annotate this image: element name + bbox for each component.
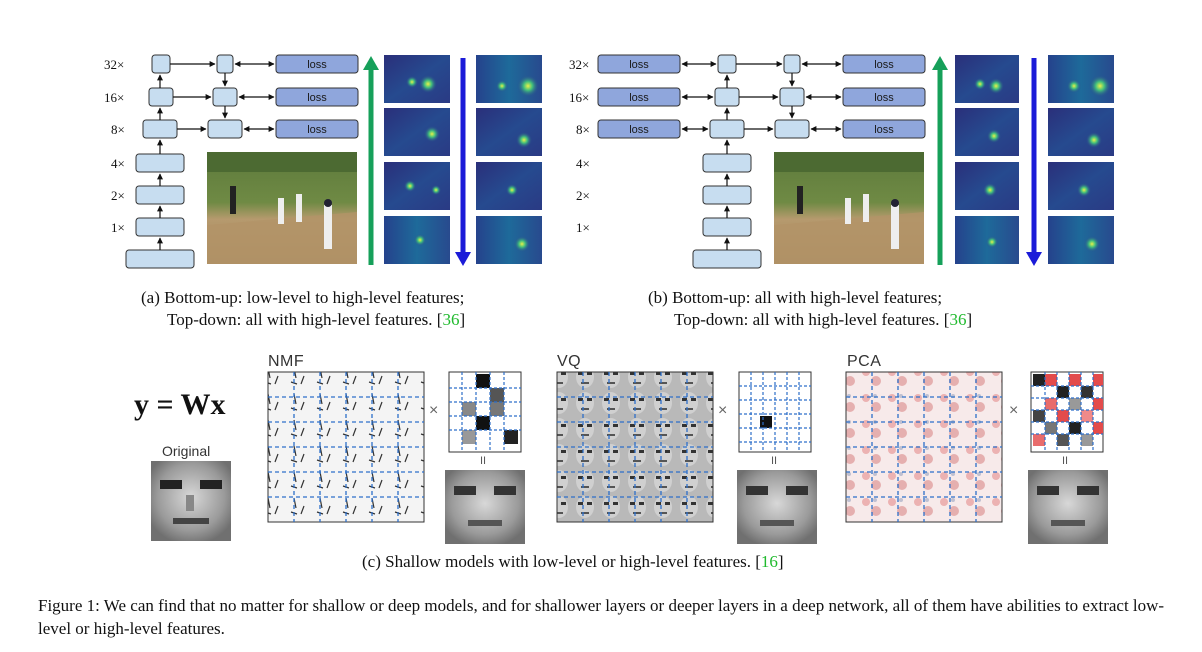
times-symbol: × <box>1009 402 1019 419</box>
caption-b-line1: (b) Bottom-up: all with high-level featu… <box>648 288 943 307</box>
loss-label: loss <box>307 59 327 71</box>
figure-caption: Figure 1: We can find that no matter for… <box>38 596 1165 638</box>
pca-reconstruction <box>1028 470 1108 544</box>
nmf-reconstruction <box>445 470 525 544</box>
scale-label: 4× <box>576 156 590 171</box>
scale-label: 2× <box>111 188 125 203</box>
loss-label: loss <box>629 92 649 104</box>
caption-b: (b) Bottom-up: all with high-level featu… <box>648 287 972 331</box>
scale-label: 32× <box>104 57 125 72</box>
caption-b-line2: Top-down: all with high-level features. … <box>674 310 973 329</box>
scale-label: 1× <box>111 220 125 235</box>
times-symbol: × <box>429 402 439 419</box>
baseball-photo <box>207 152 357 264</box>
panel-a-network: loss loss loss <box>125 54 359 269</box>
nmf-basis-grid <box>267 371 425 523</box>
loss-label: loss <box>629 59 649 71</box>
original-face-image <box>151 461 231 541</box>
feature-heatmaps-right <box>955 55 1114 264</box>
citation-link[interactable]: 36 <box>949 310 967 329</box>
baseball-photo <box>774 152 924 264</box>
nmf-coefficients <box>448 371 522 453</box>
feature-heatmaps-left <box>384 55 542 264</box>
loss-label: loss <box>874 92 894 104</box>
loss-label: loss <box>629 124 649 136</box>
scale-label: 2× <box>576 188 590 203</box>
scale-label: 32× <box>569 57 590 72</box>
times-symbol: × <box>718 402 728 419</box>
scale-label: 16× <box>569 90 590 105</box>
scale-label: 4× <box>111 156 125 171</box>
method-label-nmf: NMF <box>268 353 305 370</box>
citation-link[interactable]: 16 <box>760 552 778 571</box>
vq-coefficients <box>738 371 812 453</box>
caption-a-line1: (a) Bottom-up: low-level to high-level f… <box>141 288 465 307</box>
scale-label: 8× <box>576 122 590 137</box>
citation-link[interactable]: 36 <box>442 310 460 329</box>
pca-coefficients <box>1030 371 1104 453</box>
panel-b-network: loss loss loss loss loss loss <box>597 54 926 269</box>
loss-label: loss <box>874 124 894 136</box>
equation: y = Wx <box>134 388 226 421</box>
caption-a-line2: Top-down: all with high-level features. … <box>167 310 466 329</box>
equals-symbol: II <box>771 455 778 467</box>
loss-label: loss <box>307 124 327 136</box>
caption-c: (c) Shallow models with low-level or hig… <box>362 552 784 571</box>
scale-label: 1× <box>576 220 590 235</box>
equals-symbol: II <box>480 455 487 467</box>
equals-symbol: II <box>1062 455 1069 467</box>
vq-basis-grid <box>556 371 714 523</box>
caption-a: (a) Bottom-up: low-level to high-level f… <box>141 287 465 331</box>
original-label: Original <box>162 443 211 459</box>
scale-label: 8× <box>111 122 125 137</box>
method-label-pca: PCA <box>847 353 882 370</box>
method-label-vq: VQ <box>557 353 582 370</box>
pca-basis-grid <box>845 371 1003 523</box>
loss-label: loss <box>307 92 327 104</box>
vq-reconstruction <box>737 470 817 544</box>
scale-label: 16× <box>104 90 125 105</box>
loss-label: loss <box>874 59 894 71</box>
